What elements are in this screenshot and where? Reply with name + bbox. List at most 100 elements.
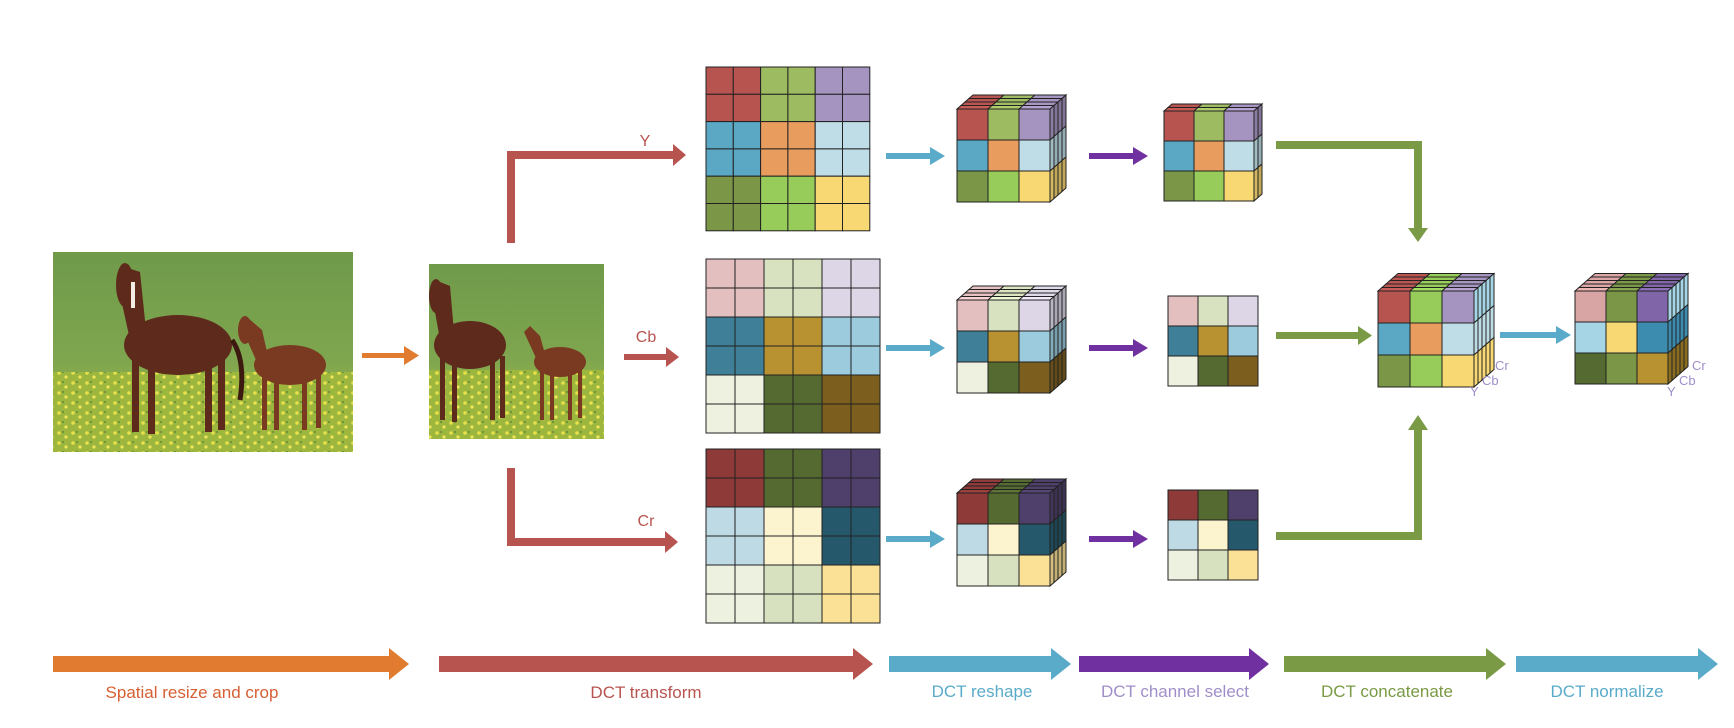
dct-cell [821, 506, 852, 537]
dct-cell [814, 203, 844, 232]
dct-cell [792, 506, 823, 537]
cube-side-cell [1049, 519, 1055, 557]
selected-cell [1167, 489, 1199, 521]
cube-front-cell [1636, 290, 1669, 323]
cube-side-cell [1679, 337, 1685, 375]
cube-side-cell [1489, 304, 1495, 343]
cube-side-cell [1481, 279, 1487, 318]
cube-top-cell [1608, 283, 1647, 288]
cube-top-cell [986, 489, 1025, 494]
cube-side-cell [1053, 515, 1059, 553]
reshaped-cube-cb [955, 284, 1068, 395]
dct-cell [842, 148, 871, 177]
dct-cell [842, 121, 871, 150]
dct-cell [705, 564, 736, 595]
dct-cell [787, 148, 816, 177]
dct-cell [814, 148, 844, 177]
dct-cell [705, 203, 734, 232]
cube-top-cell [1589, 273, 1628, 278]
cube-front-cell [987, 139, 1020, 172]
cube-top-cell [1017, 296, 1056, 301]
cube-side-cell [1053, 546, 1059, 584]
cube-front-cell [1574, 290, 1607, 323]
cube-side-cell [1473, 318, 1479, 357]
dct-cell [705, 148, 734, 177]
dct-cell [792, 316, 823, 347]
dct-cell [787, 175, 816, 204]
cube-front-cell [987, 492, 1020, 525]
dct-cell [850, 287, 881, 318]
dct-cell [787, 203, 816, 232]
dct-cell [705, 448, 736, 479]
cube-top-cell [1420, 276, 1460, 281]
cube-top-cell [1440, 287, 1480, 292]
cube-side-cell [1061, 477, 1067, 515]
dct-cell [763, 287, 794, 318]
cube-top-cell [967, 285, 1006, 290]
cube-front-cell [987, 170, 1020, 203]
cube-side-cell [1675, 341, 1681, 379]
selected-grid-cr [1167, 489, 1259, 581]
cube-side-cell [1257, 162, 1263, 199]
cube-side-cell [1053, 162, 1059, 200]
cube-side-cell [1049, 357, 1055, 395]
cube-top-cell [1448, 280, 1488, 285]
selected-cell [1167, 549, 1199, 581]
concatenated-cube [1376, 272, 1496, 389]
cube-top-cell [1647, 276, 1686, 281]
dct-cell [763, 345, 794, 376]
cube-side-cell [1049, 326, 1055, 364]
dct-cell [821, 258, 852, 289]
cube-top-cell [1412, 283, 1452, 288]
cube-front-cell [1018, 523, 1051, 556]
cube-top-cell [963, 289, 1002, 294]
cube-top-cell [1416, 280, 1456, 285]
cube-top-cell [1029, 94, 1068, 99]
selected-cell [1167, 519, 1199, 551]
cube-front-cell [1018, 299, 1051, 332]
reshaped-cube-cr [955, 477, 1068, 588]
dct-cell [705, 316, 736, 347]
dct-cell [850, 593, 881, 624]
cube-side-cell [1253, 106, 1259, 143]
dct-cell [760, 175, 789, 204]
cube-side-cell [1053, 484, 1059, 522]
concat-arrows [1276, 141, 1428, 540]
dct-cell [792, 345, 823, 376]
cube-side-cell [1049, 135, 1055, 173]
cube-top-cell [1025, 289, 1064, 294]
cube-top-cell [986, 296, 1025, 301]
cube-side-cell [1667, 317, 1673, 355]
cube-front-cell [1574, 352, 1607, 385]
selected-cube-y [1162, 102, 1264, 203]
dct-cell [821, 535, 852, 566]
stage-label-reshape: DCT reshape [932, 682, 1033, 701]
selected-cell [1167, 355, 1199, 387]
cube-side-cell [1053, 322, 1059, 360]
selected-cell [1197, 549, 1229, 581]
dct-cell [705, 175, 734, 204]
cube-top-cell [967, 478, 1006, 483]
dct-cell [792, 593, 823, 624]
dct-cell [763, 403, 794, 434]
cube-top-cell [1604, 287, 1643, 292]
cube-top-cell [1388, 276, 1428, 281]
cube-top-cell [1162, 107, 1200, 112]
cube-front-cell [1636, 321, 1669, 354]
dct-cell [850, 258, 881, 289]
cube-top-cell [959, 101, 998, 106]
cube-front-cell [1163, 140, 1195, 172]
selected-cell [1227, 489, 1259, 521]
cube-top-cell [1380, 283, 1420, 288]
cube-side-cell [1485, 339, 1491, 378]
cube-side-cell [1473, 286, 1479, 325]
normalized-axis-y: Y [1667, 384, 1676, 399]
stage-label-normalize: DCT normalize [1550, 682, 1663, 701]
stage-reshape: DCT reshape [889, 648, 1071, 701]
cube-side-cell [1057, 350, 1063, 388]
cube-side-cell [1061, 315, 1067, 353]
cube-front-cell [987, 299, 1020, 332]
cube-side-cell [1061, 155, 1067, 193]
cube-side-cell [1253, 136, 1259, 173]
